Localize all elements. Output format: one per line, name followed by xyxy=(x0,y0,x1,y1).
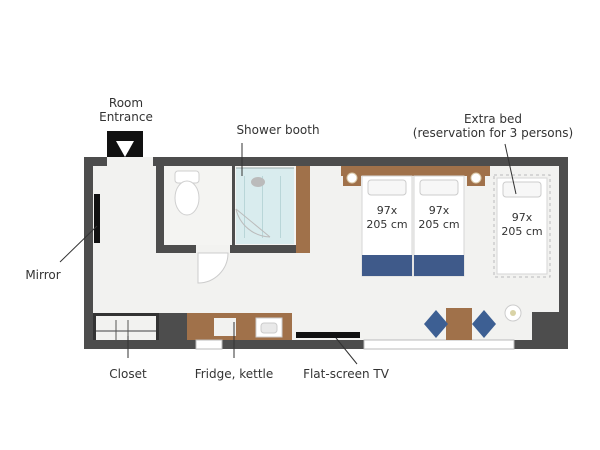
tv-callout-line xyxy=(335,337,358,365)
shower-tile-a xyxy=(244,176,245,238)
flat-screen-tv-label: Flat-screen TV xyxy=(303,367,389,381)
lamp-left-icon xyxy=(346,172,358,184)
chair-right xyxy=(472,310,496,338)
shower-booth xyxy=(236,168,294,244)
table xyxy=(446,308,472,340)
extra-bed-size: 97x xyxy=(512,211,533,224)
kettle xyxy=(214,318,236,336)
fridge-kettle-label: Fridge, kettle xyxy=(194,367,274,381)
shower-tile-c xyxy=(280,176,281,238)
closet-wall xyxy=(93,313,159,316)
entrance-door-gap xyxy=(107,157,153,166)
bathroom-door-swing xyxy=(197,252,229,284)
shower-tile-b xyxy=(262,176,263,238)
window-bottom-left xyxy=(195,339,223,350)
window-bottom-right xyxy=(363,339,515,350)
closet-rail xyxy=(96,330,156,332)
right-wall-notch xyxy=(532,312,559,340)
room-entrance-label: Room Entrance xyxy=(93,96,159,124)
closet-label: Closet xyxy=(109,367,147,381)
bed-1-length: 205 cm xyxy=(366,218,407,231)
closet-end-left xyxy=(93,313,96,340)
bed-2-blanket xyxy=(414,255,464,276)
kitchenette-wall xyxy=(159,313,187,340)
room-entrance-line1: Room xyxy=(108,96,144,110)
bathroom-wall-left xyxy=(156,166,164,252)
bathroom-door-gap xyxy=(196,245,230,253)
mirror-label: Mirror xyxy=(25,268,61,282)
closet-end-right xyxy=(156,313,159,340)
triangle-down-icon xyxy=(116,141,134,157)
tv xyxy=(296,332,360,338)
lamp-right-icon xyxy=(470,172,482,184)
extra-bed-label: Extra bed (reservation for 3 persons) xyxy=(408,112,578,140)
mirror-callout-line xyxy=(59,225,98,263)
extra-bed-line1: Extra bed xyxy=(463,112,523,126)
extra-bed-outline xyxy=(493,174,551,278)
sink-basin xyxy=(260,322,278,334)
toilet-divider xyxy=(232,166,235,245)
shower-booth-label: Shower booth xyxy=(236,123,320,137)
bathroom-wall-bottom xyxy=(156,245,310,253)
bed-2-length: 205 cm xyxy=(418,218,459,231)
shower-door xyxy=(235,208,271,238)
bathroom-wood-wall xyxy=(296,166,310,253)
bed-2-size: 97x xyxy=(429,204,450,217)
bed-1-pillow xyxy=(367,179,407,196)
bed-1-blanket xyxy=(362,255,412,276)
extra-bed-length: 205 cm xyxy=(501,225,542,238)
bed-1-size: 97x xyxy=(377,204,398,217)
extra-bed-line2: (reservation for 3 persons) xyxy=(412,126,574,140)
shower-head xyxy=(251,177,265,187)
extra-bed-callout-line xyxy=(504,143,517,195)
bed-2-pillow xyxy=(419,179,459,196)
chair-left xyxy=(424,310,448,338)
room-entrance-line2: Entrance xyxy=(99,110,153,124)
mirror xyxy=(94,194,100,243)
headboard-strip xyxy=(341,166,490,176)
extra-bed-pillow xyxy=(502,181,542,198)
plant-center xyxy=(510,310,516,316)
toilet-bowl xyxy=(174,180,200,216)
shower-door-swing xyxy=(235,208,271,238)
